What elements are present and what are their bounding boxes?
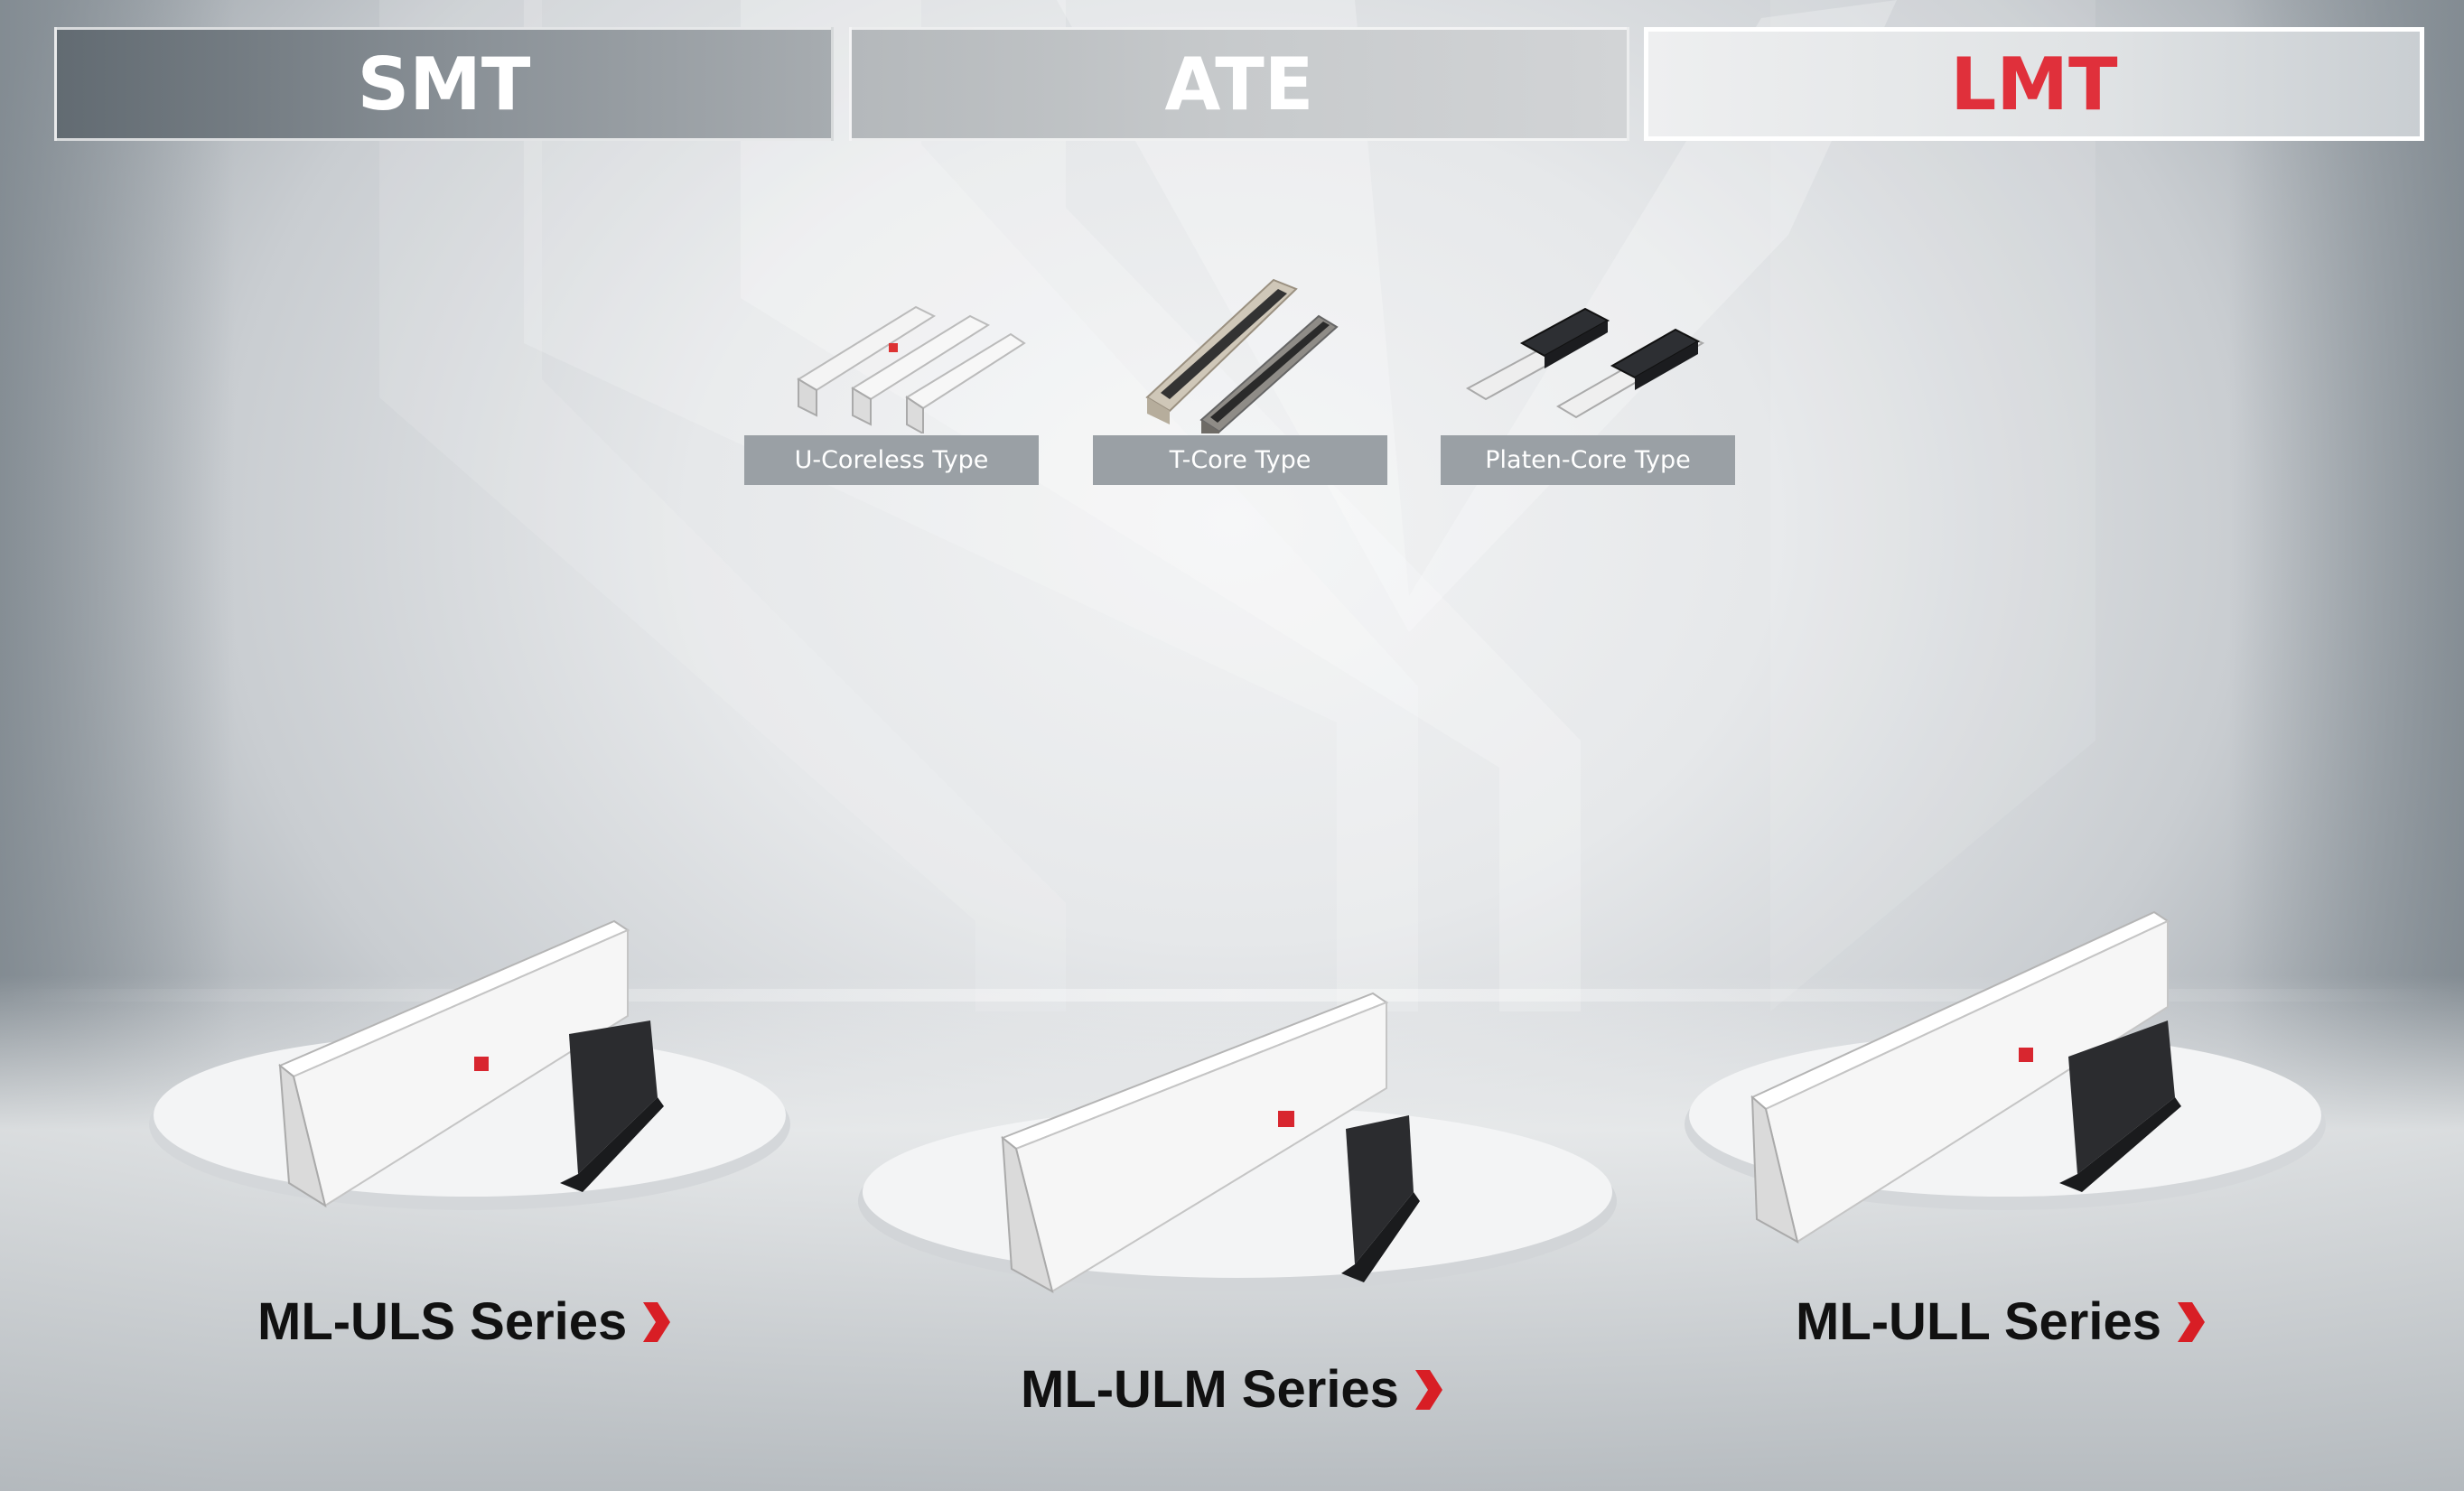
- tab-smt[interactable]: SMT: [54, 27, 834, 141]
- type-card-t-core[interactable]: T-Core Type: [1093, 244, 1387, 485]
- product-uls-image[interactable]: [145, 903, 804, 1228]
- type-label-platen-core[interactable]: Platen-Core Type: [1441, 435, 1735, 485]
- chevron-right-icon: [2178, 1301, 2206, 1342]
- tab-ate[interactable]: ATE: [849, 27, 1629, 141]
- chevron-right-icon: [1414, 1369, 1442, 1410]
- product-ull-image[interactable]: [1680, 903, 2339, 1246]
- t-core-motor-icon: [1093, 244, 1387, 443]
- platen-core-motor-icon: [1441, 244, 1735, 433]
- series-link-uls[interactable]: ML-ULS Series: [257, 1291, 672, 1352]
- product-ulm-image[interactable]: [858, 975, 1626, 1319]
- series-label-ull: ML-ULL Series: [1796, 1292, 2162, 1351]
- series-label-uls: ML-ULS Series: [257, 1292, 628, 1351]
- u-coreless-motor-icon: [744, 244, 1039, 435]
- series-label-ulm: ML-ULM Series: [1021, 1360, 1399, 1419]
- chevron-right-icon: [643, 1301, 671, 1342]
- series-link-ull[interactable]: ML-ULL Series: [1796, 1291, 2207, 1352]
- type-label-u-coreless[interactable]: U-Coreless Type: [744, 435, 1039, 485]
- type-card-u-coreless[interactable]: U-Coreless Type: [744, 244, 1039, 485]
- type-label-t-core[interactable]: T-Core Type: [1093, 435, 1387, 485]
- type-card-platen-core[interactable]: Platen-Core Type: [1441, 244, 1735, 485]
- tab-lmt[interactable]: LMT: [1644, 27, 2424, 141]
- series-link-ulm[interactable]: ML-ULM Series: [1021, 1359, 1444, 1420]
